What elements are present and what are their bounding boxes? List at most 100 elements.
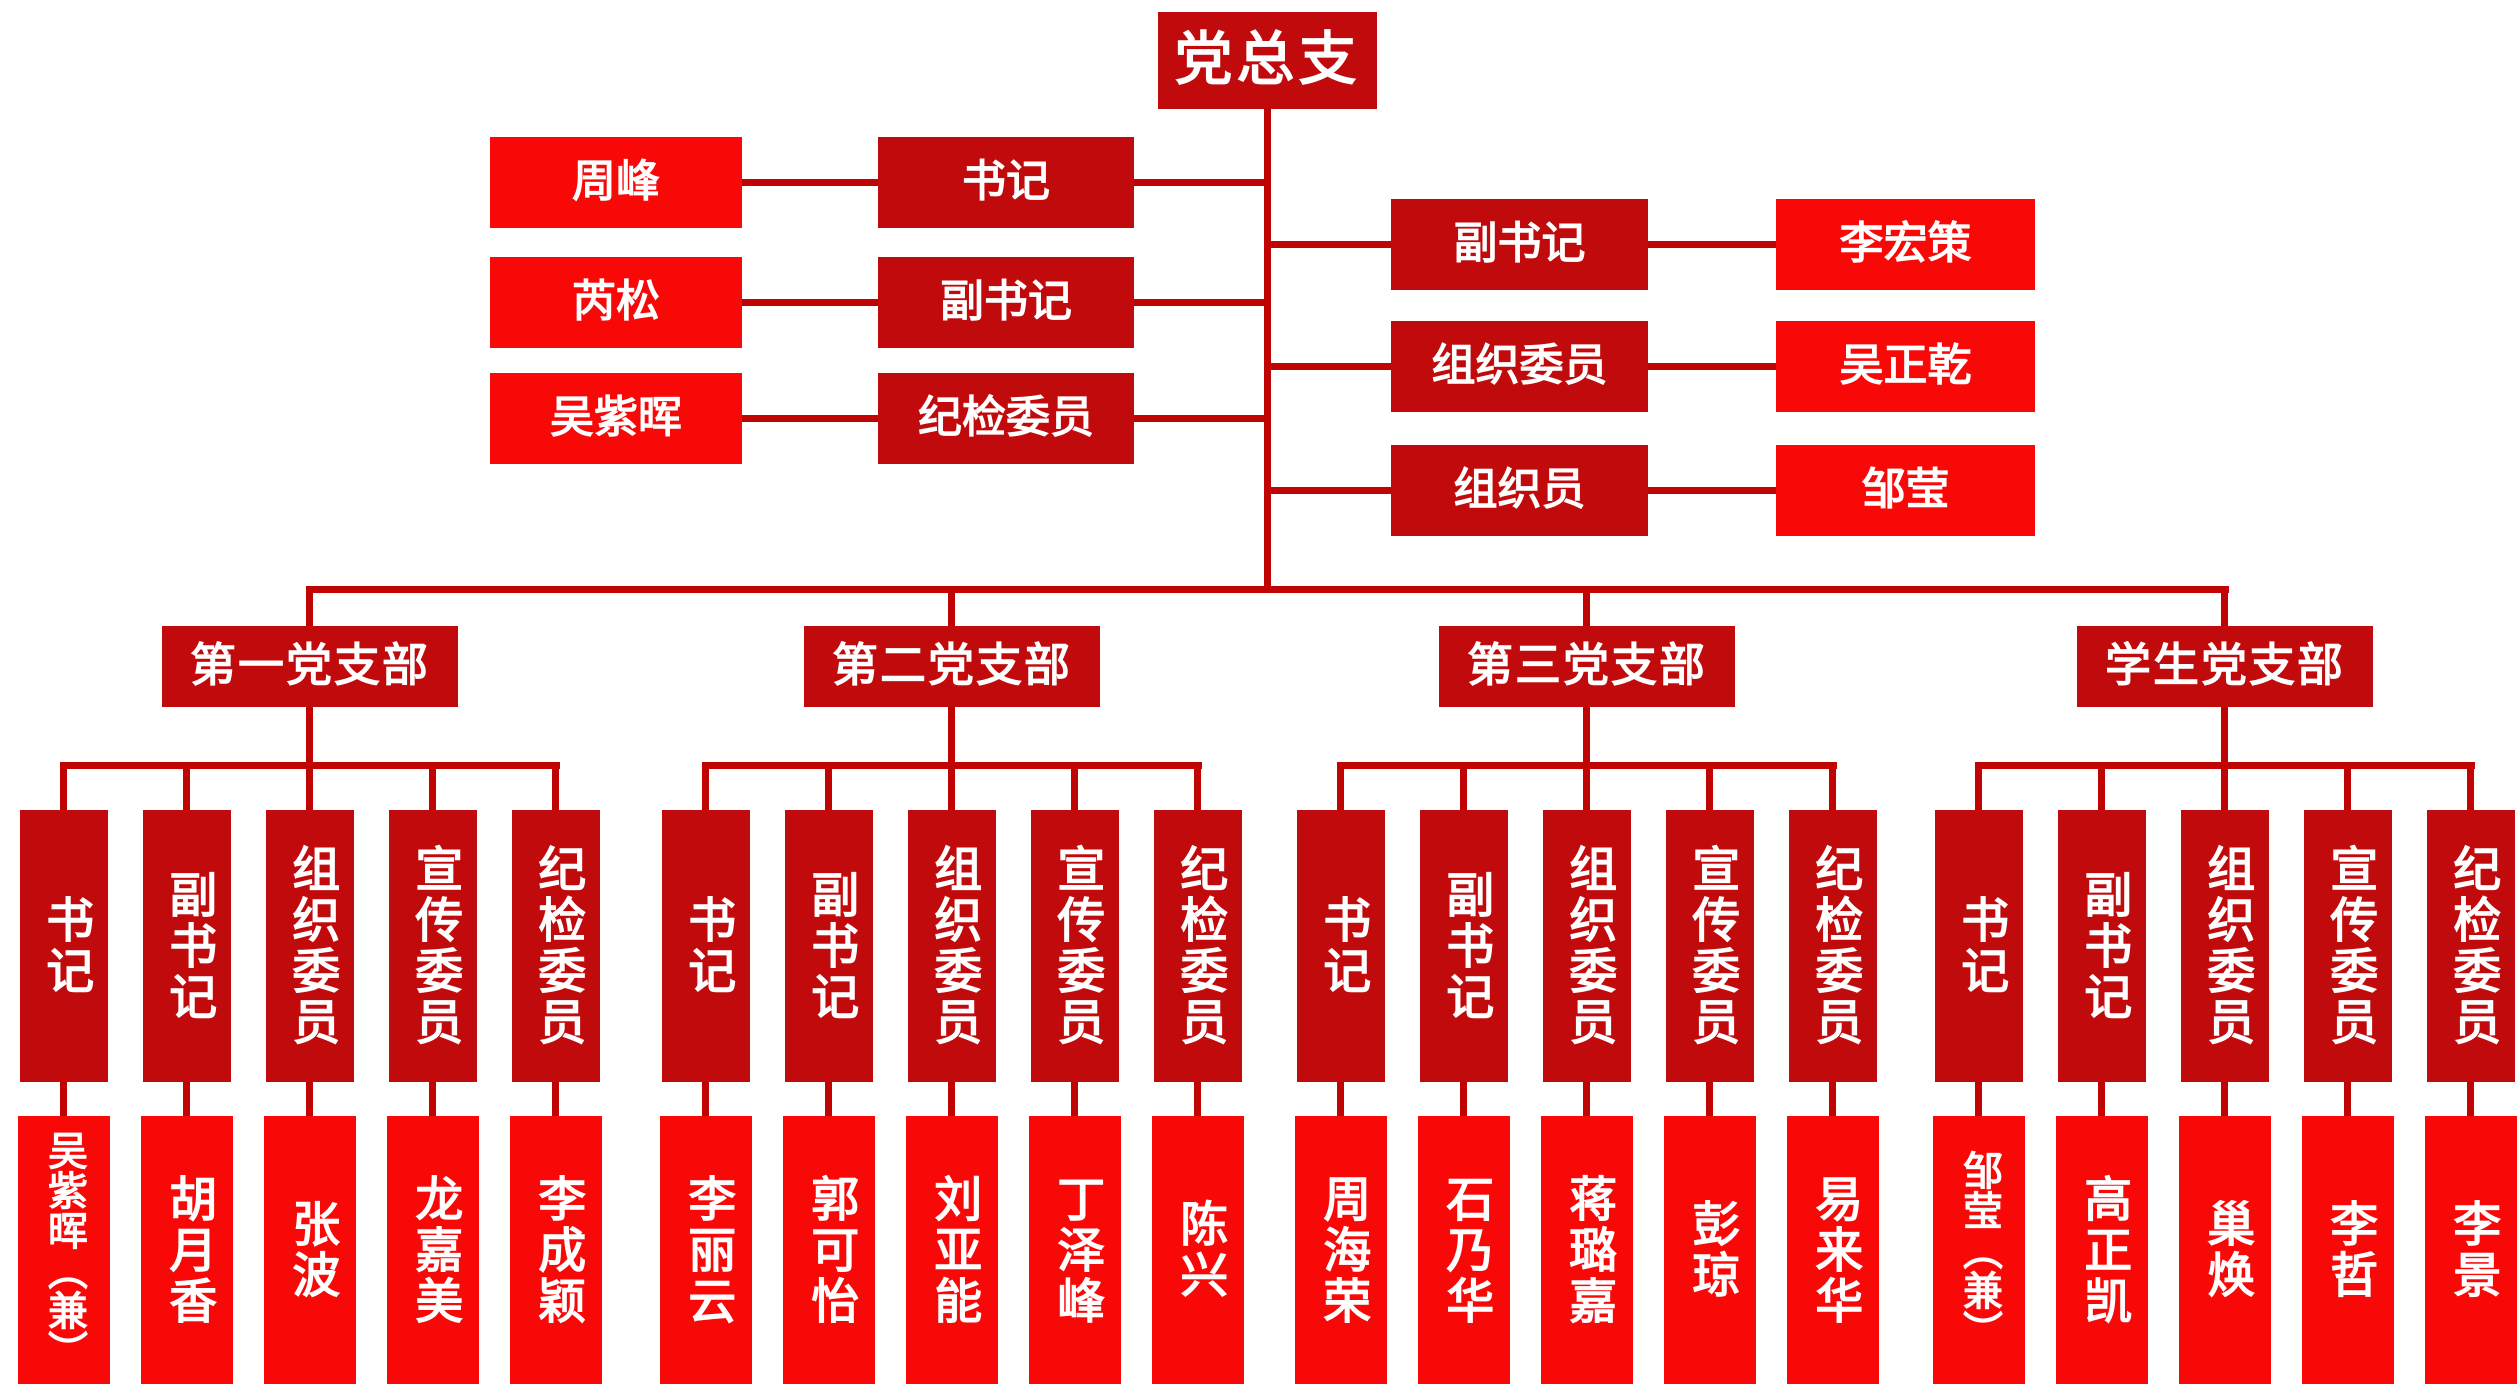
member-node: 李成颖 xyxy=(510,1116,602,1384)
role-node: 组织委员 xyxy=(1543,810,1631,1082)
member-node: 郭可怡 xyxy=(783,1116,875,1384)
officer-name-node: 吴紫晖 xyxy=(490,373,742,464)
connector-line xyxy=(1829,769,1836,810)
branch-node: 第二党支部 xyxy=(804,626,1100,707)
connector-line xyxy=(1194,1082,1201,1116)
officer-title-node: 组织委员 xyxy=(1391,321,1648,412)
officer-title-node: 组织员 xyxy=(1391,445,1648,536)
member-node: 高正凯 xyxy=(2056,1116,2148,1384)
officer-title-node: 副书记 xyxy=(1391,199,1648,290)
distribution-connector-line xyxy=(306,586,2229,593)
member-node: 彭琼 xyxy=(1664,1116,1756,1384)
connector-line xyxy=(2221,769,2228,810)
role-node: 组织委员 xyxy=(2181,810,2269,1082)
connector-line xyxy=(948,769,955,810)
officer-name-node: 吴正乾 xyxy=(1776,321,2035,412)
connector-line xyxy=(702,769,709,810)
connector-line xyxy=(1134,415,1264,422)
root-connector-line xyxy=(1264,109,1271,593)
connector-line xyxy=(2221,1082,2228,1116)
role-node: 宣传委员 xyxy=(1031,810,1119,1082)
connector-line xyxy=(2098,1082,2105,1116)
connector-line xyxy=(60,762,560,769)
connector-line xyxy=(306,593,313,626)
role-node: 纪检委员 xyxy=(1789,810,1877,1082)
connector-line xyxy=(702,762,1202,769)
connector-line xyxy=(2467,769,2474,810)
member-node: 胡月香 xyxy=(141,1116,233,1384)
connector-line xyxy=(552,1082,559,1116)
branch-node: 第三党支部 xyxy=(1439,626,1735,707)
connector-line xyxy=(1975,769,1982,810)
member-node: 巢焕 xyxy=(2179,1116,2271,1384)
role-node: 副书记 xyxy=(785,810,873,1082)
connector-line xyxy=(1271,241,1391,248)
member-node: 李哲 xyxy=(2302,1116,2394,1384)
connector-line xyxy=(1583,769,1590,810)
role-node: 纪检委员 xyxy=(1154,810,1242,1082)
connector-line xyxy=(2344,769,2351,810)
officer-title-node: 纪检委员 xyxy=(878,373,1134,464)
member-node: 李丽云 xyxy=(660,1116,752,1384)
member-node: 张波 xyxy=(264,1116,356,1384)
role-node: 书记 xyxy=(1297,810,1385,1082)
connector-line xyxy=(948,593,955,626)
root-node: 党总支 xyxy=(1158,12,1377,109)
connector-line xyxy=(2098,769,2105,810)
connector-line xyxy=(306,1082,313,1116)
connector-line xyxy=(1071,1082,1078,1116)
connector-line xyxy=(825,769,832,810)
connector-line xyxy=(429,769,436,810)
connector-line xyxy=(1583,707,1590,762)
connector-line xyxy=(1271,487,1391,494)
officer-name-node: 芮松 xyxy=(490,257,742,348)
connector-line xyxy=(1583,593,1590,626)
connector-line xyxy=(1583,1082,1590,1116)
role-node: 副书记 xyxy=(2058,810,2146,1082)
connector-line xyxy=(60,769,67,810)
connector-line xyxy=(1134,299,1264,306)
role-node: 宣传委员 xyxy=(1666,810,1754,1082)
connector-line xyxy=(1337,769,1344,810)
officer-name-node: 邹莹 xyxy=(1776,445,2035,536)
connector-line xyxy=(552,769,559,810)
member-node: 蒋璐嘉 xyxy=(1541,1116,1633,1384)
role-node: 副书记 xyxy=(1420,810,1508,1082)
connector-line xyxy=(702,1082,709,1116)
role-node: 宣传委员 xyxy=(2304,810,2392,1082)
connector-line xyxy=(306,707,313,762)
member-node: 吴紫晖（兼） xyxy=(18,1116,110,1384)
role-node: 书记 xyxy=(1935,810,2023,1082)
connector-line xyxy=(2344,1082,2351,1116)
member-node: 丁泽峰 xyxy=(1029,1116,1121,1384)
connector-line xyxy=(2221,707,2228,762)
connector-line xyxy=(1975,1082,1982,1116)
connector-line xyxy=(742,179,878,186)
connector-line xyxy=(2221,593,2228,626)
connector-line xyxy=(2467,1082,2474,1116)
member-node: 石乃华 xyxy=(1418,1116,1510,1384)
branch-node: 第一党支部 xyxy=(162,626,458,707)
member-node: 周海荣 xyxy=(1295,1116,1387,1384)
connector-line xyxy=(1271,363,1391,370)
branch-node: 学生党支部 xyxy=(2077,626,2373,707)
connector-line xyxy=(1460,1082,1467,1116)
connector-line xyxy=(1134,179,1264,186)
connector-line xyxy=(1706,1082,1713,1116)
connector-line xyxy=(948,707,955,762)
connector-line xyxy=(1460,769,1467,810)
connector-line xyxy=(1648,487,1776,494)
role-node: 副书记 xyxy=(143,810,231,1082)
role-node: 宣传委员 xyxy=(389,810,477,1082)
officer-title-node: 副书记 xyxy=(878,257,1134,348)
connector-line xyxy=(1706,769,1713,810)
connector-line xyxy=(429,1082,436,1116)
member-node: 易来华 xyxy=(1787,1116,1879,1384)
connector-line xyxy=(183,769,190,810)
connector-line xyxy=(183,1082,190,1116)
role-node: 纪检委员 xyxy=(2427,810,2515,1082)
role-node: 书记 xyxy=(20,810,108,1082)
role-node: 书记 xyxy=(662,810,750,1082)
member-node: 陈兴 xyxy=(1152,1116,1244,1384)
connector-line xyxy=(1975,762,2475,769)
